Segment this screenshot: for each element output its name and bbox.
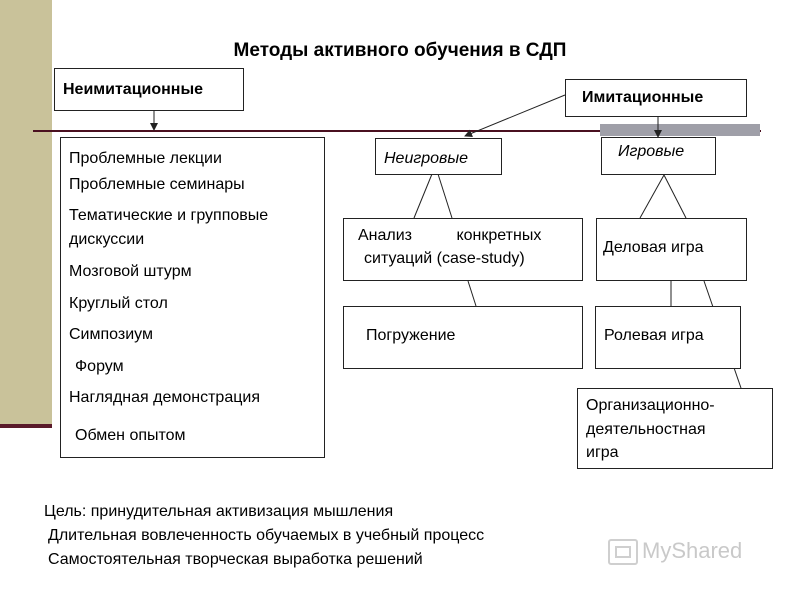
line-game-business-right xyxy=(663,174,687,219)
line-case-immersion xyxy=(467,280,477,307)
org-game-box: Организационно- деятельностная игра xyxy=(577,388,773,469)
game-box: Игровые xyxy=(601,137,716,175)
nonimitation-header-box: Неимитационные xyxy=(54,68,244,111)
list-item: Проблемные лекции xyxy=(69,150,222,167)
divider-accent-bar xyxy=(600,124,760,136)
nonimitation-label: Неимитационные xyxy=(63,81,204,98)
nongame-box: Неигровые xyxy=(375,138,502,175)
nonimitation-methods-box: Проблемные лекции Проблемные семинары Те… xyxy=(60,137,325,458)
line-game-business-left xyxy=(639,174,665,219)
line-nongame-case-right xyxy=(437,173,453,219)
business-game-box: Деловая игра xyxy=(596,218,747,281)
org-game-line2: деятельностная xyxy=(586,421,706,438)
line-nongame-case-left xyxy=(413,173,433,219)
list-item: Форум xyxy=(75,358,124,375)
imitation-label: Имитационные xyxy=(582,89,704,106)
immersion-box: Погружение xyxy=(343,306,583,369)
role-game-box: Ролевая игра xyxy=(595,306,741,369)
immersion-label: Погружение xyxy=(366,327,456,344)
list-item: Тематические и групповые xyxy=(69,207,269,224)
list-item: Мозговой штурм xyxy=(69,263,192,280)
imitation-header-box: Имитационные xyxy=(565,79,747,117)
list-item: Симпозиум xyxy=(69,326,153,343)
case-study-line2: ситуаций (case-study) xyxy=(364,250,525,267)
business-game-label: Деловая игра xyxy=(603,239,704,256)
role-game-label: Ролевая игра xyxy=(604,327,704,344)
nongame-label: Неигровые xyxy=(384,150,469,167)
case-study-line1: Анализ конкретных xyxy=(358,227,542,244)
list-item: дискуссии xyxy=(69,231,145,248)
watermark: MyShared xyxy=(608,538,743,566)
watermark-text: MyShared xyxy=(642,538,743,563)
divider-line xyxy=(33,130,761,132)
list-item: Обмен опытом xyxy=(75,427,186,444)
diagram-title: Методы активного обучения в СДП xyxy=(233,40,567,61)
left-decor-underline xyxy=(0,424,52,428)
watermark-logo-icon xyxy=(608,539,638,566)
game-label: Игровые xyxy=(618,143,685,160)
org-game-line3: игра xyxy=(586,444,619,461)
list-item: Круглый стол xyxy=(69,295,168,312)
goal-line: Длительная вовлеченность обучаемых в уче… xyxy=(48,527,485,544)
goal-line: Самостоятельная творческая выработка реш… xyxy=(48,551,423,568)
org-game-line1: Организационно- xyxy=(586,397,715,414)
left-decor-bar xyxy=(0,0,52,424)
goal-line: Цель: принудительная активизация мышлени… xyxy=(44,503,394,520)
case-study-box: Анализ конкретных ситуаций (case-study) xyxy=(343,218,583,281)
list-item: Наглядная демонстрация xyxy=(69,389,260,406)
list-item: Проблемные семинары xyxy=(69,176,245,193)
